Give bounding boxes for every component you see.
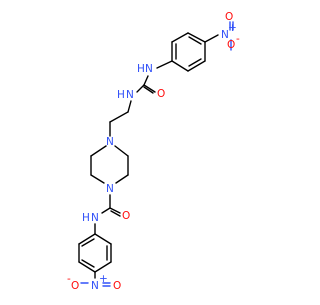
bond <box>114 145 129 157</box>
molecule-diagram: N + O O - N H O N H N N <box>67 11 240 292</box>
bond-double <box>188 58 202 67</box>
bond <box>187 60 206 72</box>
bottom-nitro-group: N + O - O <box>67 271 121 292</box>
nitro-oxygen-charge: - <box>236 33 240 45</box>
bond <box>115 174 129 184</box>
bond <box>109 207 121 214</box>
bond <box>127 100 132 113</box>
top-nitro-group: N + O O - <box>204 11 240 51</box>
amide-oxygen: O <box>122 210 130 222</box>
top-phenyl-ring <box>171 32 206 72</box>
bond <box>94 261 112 273</box>
carboxamide: O N H <box>82 194 130 224</box>
bond <box>78 261 96 273</box>
bond <box>90 145 107 157</box>
ethylene-chain <box>109 100 132 137</box>
bond <box>90 174 105 184</box>
bond <box>171 32 189 43</box>
amide-nitrogen: N <box>91 212 99 224</box>
nitro-oxygen-double: O <box>113 280 121 292</box>
molecule-structure: N + O O - N H O N H N N <box>67 11 240 292</box>
urea-hydrogen-bottom: H <box>117 89 125 101</box>
nitro-oxygen-single: O <box>227 39 235 51</box>
piperazine-nitrogen-bottom: N <box>106 183 114 195</box>
urea-nitrogen-bottom: N <box>126 89 134 101</box>
nitro-oxygen-double: O <box>225 11 233 23</box>
nitro-nitrogen-charge: + <box>228 22 237 34</box>
bond-double <box>110 210 121 217</box>
bond <box>78 233 96 245</box>
nitro-nitrogen-charge: + <box>99 273 108 285</box>
bond-double <box>188 36 202 45</box>
amide-hydrogen: H <box>82 212 90 224</box>
urea-hydrogen-top: H <box>137 63 145 75</box>
piperazine-ring: N N <box>90 136 129 195</box>
piperazine-nitrogen-top: N <box>106 136 114 148</box>
urea-oxygen: O <box>157 88 165 100</box>
bond-double <box>81 238 95 247</box>
bond-double <box>81 259 95 268</box>
bond <box>187 32 206 43</box>
bond <box>101 207 111 214</box>
bond <box>156 60 173 69</box>
nitro-oxygen-single: O <box>71 280 79 292</box>
bond <box>94 233 112 245</box>
urea-linker: N H O N H <box>117 60 173 101</box>
nitro-oxygen-charge: - <box>67 273 71 285</box>
bond <box>204 34 219 43</box>
urea-nitrogen-top: N <box>145 63 153 75</box>
nitro-nitrogen: N <box>221 29 229 41</box>
nitro-nitrogen: N <box>91 280 99 292</box>
bond <box>171 60 189 72</box>
bond <box>109 111 129 123</box>
bond <box>143 84 156 93</box>
bond <box>143 75 149 86</box>
bottom-phenyl-ring <box>78 223 112 273</box>
bond-double <box>143 86 154 94</box>
bond <box>136 84 145 93</box>
